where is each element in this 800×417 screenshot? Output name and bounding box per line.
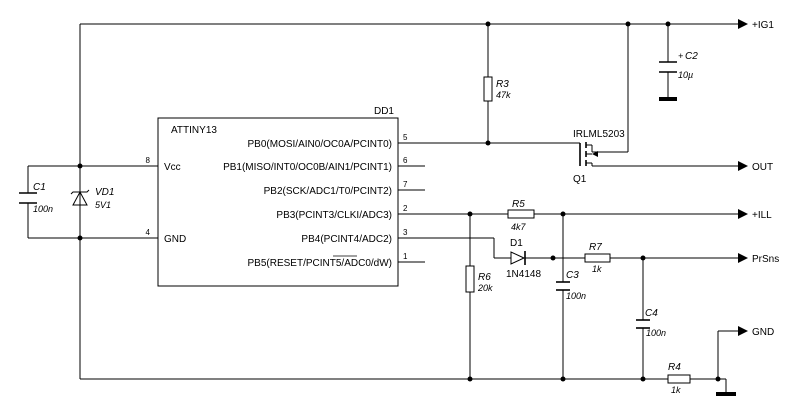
capacitor-c4: C4 100n bbox=[636, 308, 666, 338]
r5-value: 4k7 bbox=[511, 222, 527, 232]
resistor-r3: R3 47k bbox=[483, 76, 511, 102]
r7-value: 1k bbox=[592, 264, 602, 274]
mcu-ic: DD1 ATTINY13 Vcc GND PB0(MOSI/AIN0/OC0A/… bbox=[146, 106, 408, 287]
q1-arrow-icon bbox=[592, 151, 598, 157]
r5-ref: R5 bbox=[512, 199, 525, 210]
d1-ref: D1 bbox=[510, 238, 523, 249]
junction-dot bbox=[665, 21, 671, 27]
junction-dot bbox=[485, 140, 491, 146]
r6-body bbox=[465, 265, 475, 293]
pin-name-vcc: Vcc bbox=[164, 162, 181, 173]
pin-num-6: 6 bbox=[403, 156, 408, 165]
c2-value: 10µ bbox=[678, 70, 693, 80]
pin-name-pb0: PB0(MOSI/AIN0/OC0A/PCINT0) bbox=[248, 139, 392, 150]
mcu-part: ATTINY13 bbox=[171, 125, 217, 136]
pin-num-5: 5 bbox=[403, 133, 408, 142]
net-label-gnd: GND bbox=[752, 327, 774, 338]
vd1-triangle bbox=[72, 190, 88, 206]
mosfet-q1: IRLML5203 Q1 bbox=[573, 129, 625, 185]
ground-symbol bbox=[659, 97, 677, 101]
junction-dot bbox=[625, 21, 631, 27]
r5-body bbox=[507, 209, 535, 219]
c1-ref: C1 bbox=[33, 182, 46, 193]
junction-dot bbox=[467, 211, 473, 217]
net-label-ill: +ILL bbox=[752, 210, 772, 221]
capacitor-c2: + C2 10µ bbox=[659, 51, 698, 101]
c2-polarity: + bbox=[678, 51, 683, 61]
pin-num-1: 1 bbox=[403, 252, 408, 261]
resistor-r7: R7 1k bbox=[584, 242, 611, 274]
r7-ref: R7 bbox=[589, 242, 602, 253]
c2-ref: C2 bbox=[685, 51, 698, 62]
c3-value: 100n bbox=[566, 291, 586, 301]
arrow-right-icon bbox=[738, 161, 748, 171]
net-label-ig1: +IG1 bbox=[752, 20, 774, 31]
pin-name-pb3: PB3(PCINT3/CLKI/ADC3) bbox=[276, 210, 392, 221]
junction-dot bbox=[550, 255, 556, 261]
pin-name-pb2: PB2(SCK/ADC1/T0/PCINT2) bbox=[264, 186, 392, 197]
junction-dot bbox=[485, 21, 491, 27]
q1-part: IRLML5203 bbox=[573, 129, 625, 140]
mcu-ref: DD1 bbox=[374, 106, 394, 117]
resistor-r5: R5 4k7 bbox=[507, 199, 535, 232]
diode-d1: D1 1N4148 bbox=[506, 238, 541, 280]
c1-value: 100n bbox=[33, 204, 53, 214]
arrow-right-icon bbox=[738, 253, 748, 263]
r3-ref: R3 bbox=[496, 79, 509, 90]
q1-ref: Q1 bbox=[573, 174, 587, 185]
net-labels: +IG1 OUT +ILL PrSns GND bbox=[738, 19, 779, 338]
net-label-out: OUT bbox=[752, 162, 773, 173]
arrow-right-icon bbox=[738, 209, 748, 219]
junction-dot bbox=[467, 376, 473, 382]
junction-dot bbox=[640, 255, 646, 261]
vd1-ref: VD1 bbox=[95, 187, 114, 198]
arrow-right-icon bbox=[738, 326, 748, 336]
wires bbox=[27, 23, 738, 392]
r4-body bbox=[667, 374, 691, 384]
pin-num-8: 8 bbox=[146, 156, 151, 165]
r4-ref: R4 bbox=[668, 362, 681, 373]
junction-dot bbox=[560, 211, 566, 217]
capacitor-c3: C3 100n bbox=[556, 270, 586, 301]
ground-symbol bbox=[716, 392, 736, 396]
d1-triangle bbox=[510, 251, 526, 265]
capacitor-c1: C1 100n bbox=[19, 182, 53, 214]
zener-vd1: VD1 5V1 bbox=[70, 166, 114, 238]
pin-num-7: 7 bbox=[403, 180, 408, 189]
r3-value: 47k bbox=[496, 90, 511, 100]
resistor-r4: R4 1k bbox=[667, 362, 691, 395]
r6-value: 20k bbox=[477, 283, 493, 293]
arrow-right-icon bbox=[738, 19, 748, 29]
c4-value: 100n bbox=[646, 328, 666, 338]
resistor-r6: R6 20k bbox=[465, 265, 493, 293]
c3-ref: C3 bbox=[566, 270, 579, 281]
mcu-body bbox=[157, 117, 399, 287]
vd1-value: 5V1 bbox=[95, 200, 111, 210]
pin-num-4: 4 bbox=[146, 228, 151, 237]
junction-dot bbox=[640, 376, 646, 382]
pin-name-pb1: PB1(MISO/INT0/OC0B/AIN1/PCINT1) bbox=[223, 162, 392, 173]
vd1-bar bbox=[70, 189, 90, 195]
net-label-prsns: PrSns bbox=[752, 254, 779, 265]
pin-num-2: 2 bbox=[403, 204, 408, 213]
r4-value: 1k bbox=[671, 385, 681, 395]
junctions bbox=[77, 21, 721, 382]
pin-name-gnd: GND bbox=[164, 234, 186, 245]
r7-body bbox=[584, 253, 611, 263]
r6-ref: R6 bbox=[478, 272, 491, 283]
pin-name-pb4: PB4(PCINT4/ADC2) bbox=[301, 234, 392, 245]
r3-body bbox=[483, 76, 493, 102]
d1-part: 1N4148 bbox=[506, 269, 541, 280]
junction-dot bbox=[560, 376, 566, 382]
c4-ref: C4 bbox=[645, 308, 658, 319]
pin-num-3: 3 bbox=[403, 228, 408, 237]
junction-dot bbox=[715, 376, 721, 382]
pin-name-pb5: PB5(RESET/PCINT5/ADC0/dW) bbox=[248, 258, 392, 269]
